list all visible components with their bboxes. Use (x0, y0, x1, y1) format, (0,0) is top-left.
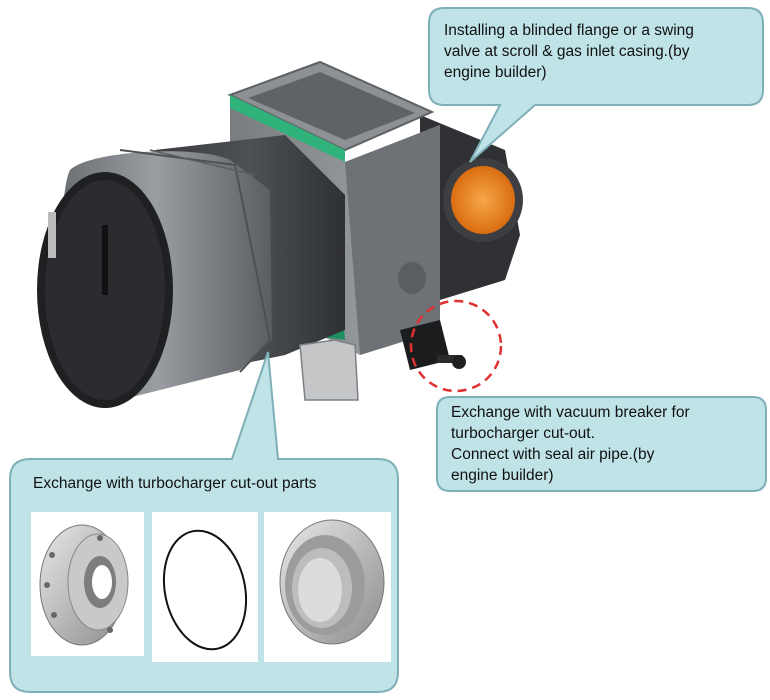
callout-mid-right-shape (436, 396, 767, 492)
vacuum-breaker-bolt (437, 355, 466, 369)
callout-bottom-left-title: Exchange with turbocharger cut-out parts (33, 475, 317, 492)
callout-top-right-text: Installing a blinded flange or a swing v… (444, 20, 754, 83)
highlight-circle (409, 299, 503, 393)
callout-top-right-shape (428, 7, 764, 163)
part-panel-2 (152, 512, 258, 662)
flange-ring-part (39, 524, 129, 646)
threaded-ring-part (279, 519, 385, 645)
o-ring-seal-part (162, 529, 248, 651)
callout-mid-right-line-1: Exchange with vacuum breaker for (451, 404, 690, 421)
callout-mid-right-text: Exchange with vacuum breaker for turboch… (451, 402, 756, 486)
callout-mid-right-line-4: engine builder) (451, 467, 554, 484)
gas-inlet-opening (443, 158, 523, 242)
callout-mid-right-line-2: turbocharger cut-out. (451, 425, 595, 442)
callout-top-right-line-3: engine builder) (444, 64, 547, 81)
callout-top-right-line-2: valve at scroll & gas inlet casing.(by (444, 43, 690, 60)
turbocharger-illustration (37, 60, 523, 408)
callout-mid-right-line-3: Connect with seal air pipe.(by (451, 446, 655, 463)
callout-top-right-line-1: Installing a blinded flange or a swing (444, 22, 694, 39)
